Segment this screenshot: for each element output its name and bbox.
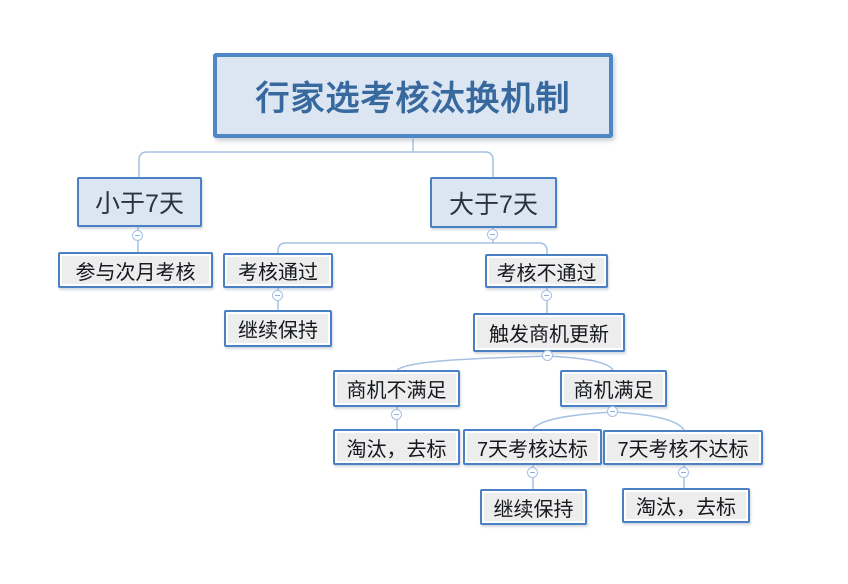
node-eliminate-remove-label-1[interactable]: 淘汰，去标 xyxy=(333,429,460,465)
minus-icon xyxy=(394,414,399,415)
collapse-toggle-d7-met[interactable] xyxy=(527,467,538,478)
connector-root-bus xyxy=(138,151,494,177)
minus-icon xyxy=(135,235,140,236)
node-opportunity-met[interactable]: 商机满足 xyxy=(560,370,667,407)
collapse-toggle-fail[interactable] xyxy=(541,290,552,301)
collapse-toggle-pass[interactable] xyxy=(272,290,283,301)
minus-icon xyxy=(610,411,615,412)
node-keep-status-2[interactable]: 继续保持 xyxy=(480,489,587,525)
connector-bizmet-left xyxy=(532,411,614,430)
node-less-than-7-days[interactable]: 小于7天 xyxy=(77,177,202,227)
node-next-month-assessment[interactable]: 参与次月考核 xyxy=(58,252,213,288)
minus-icon xyxy=(490,234,495,235)
collapse-toggle-biz-met[interactable] xyxy=(607,406,618,417)
connector-trigger-left xyxy=(396,355,549,371)
collapse-toggle-d7-unmet[interactable] xyxy=(678,467,689,478)
collapse-toggle-biz-unmet[interactable] xyxy=(391,409,402,420)
collapse-toggle-gt7[interactable] xyxy=(487,229,498,240)
node-greater-than-7-days[interactable]: 大于7天 xyxy=(430,177,557,228)
node-root[interactable]: 行家选考核汰换机制 xyxy=(213,53,613,138)
connector-gt7-bus xyxy=(277,242,548,254)
connector-trigger-right xyxy=(547,355,614,371)
minus-icon xyxy=(681,472,686,473)
node-eliminate-remove-label-2[interactable]: 淘汰，去标 xyxy=(622,488,750,523)
node-assessment-failed[interactable]: 考核不通过 xyxy=(485,254,608,288)
node-7day-assessment-unmet[interactable]: 7天考核不达标 xyxy=(603,430,763,465)
node-assessment-passed[interactable]: 考核通过 xyxy=(223,253,333,288)
collapse-toggle-lt7[interactable] xyxy=(132,230,143,241)
collapse-toggle-trigger[interactable] xyxy=(542,350,553,361)
minus-icon xyxy=(545,355,550,356)
node-trigger-opportunity-update[interactable]: 触发商机更新 xyxy=(473,313,625,352)
minus-icon xyxy=(544,295,549,296)
node-keep-status-1[interactable]: 继续保持 xyxy=(224,310,332,347)
node-opportunity-unmet[interactable]: 商机不满足 xyxy=(333,370,460,407)
node-7day-assessment-met[interactable]: 7天考核达标 xyxy=(463,429,602,465)
minus-icon xyxy=(275,295,280,296)
connector-bizmet-right xyxy=(612,411,685,431)
minus-icon xyxy=(530,472,535,473)
